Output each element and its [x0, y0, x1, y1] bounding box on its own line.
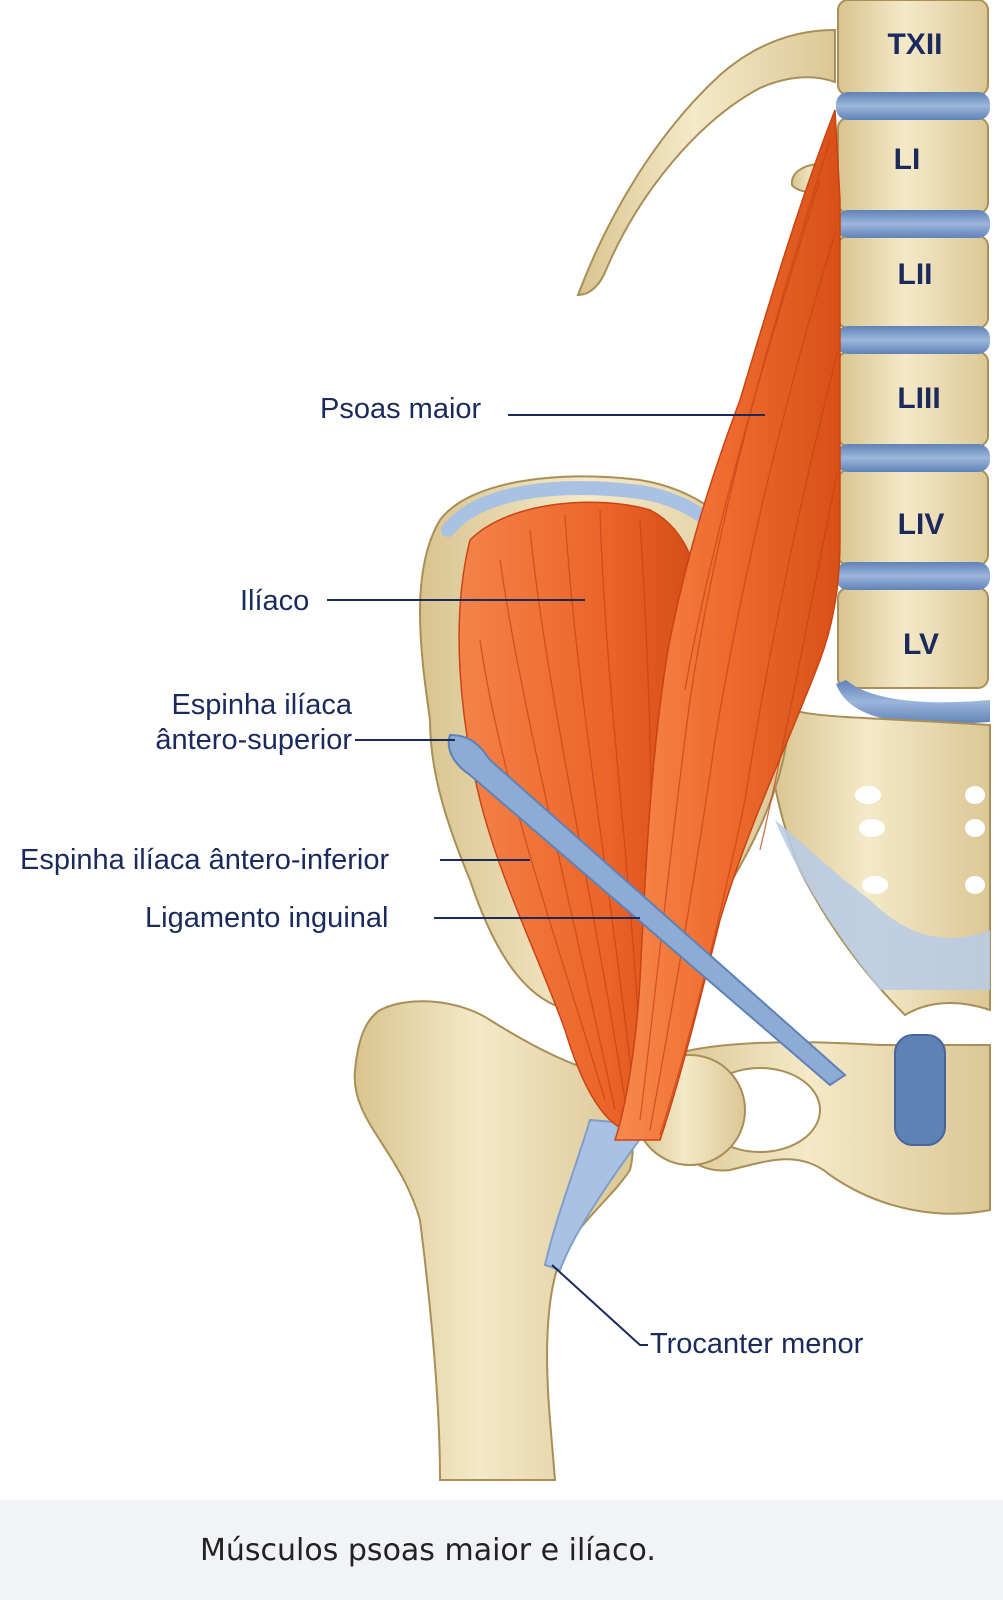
vertebra-label-txii: TXII [887, 28, 943, 61]
pubic-symphysis [894, 1034, 946, 1146]
label-ligamento-inguinal: Ligamento inguinal [145, 902, 389, 934]
caption-bar [0, 1500, 1003, 1600]
leader-lines [327, 414, 765, 1346]
label-espinha-antero-inferior: Espinha ilíaca ântero-inferior [20, 844, 390, 876]
figure-caption: Músculos psoas maior e ilíaco. [200, 1533, 656, 1568]
iliopsoas-tendon [543, 1118, 652, 1272]
vertebra-label-liii: LIII [897, 382, 941, 415]
rib-12 [576, 28, 836, 297]
lumbar-spine [790, 0, 989, 689]
vertebra-label-liv: LIV [897, 508, 945, 541]
label-psoas-maior: Psoas maior [320, 393, 482, 425]
psoas-major-muscle [613, 109, 841, 1141]
label-trocanter-menor: Trocanter menor [650, 1328, 864, 1360]
vertebra-label-li: LI [893, 143, 921, 176]
vertebra-label-lii: LII [897, 258, 933, 291]
label-espinha-antero-superior-line1: Espinha ilíaca [171, 689, 352, 721]
psoas-fibers [639, 139, 839, 1136]
inguinal-ligament [447, 733, 847, 1087]
sacral-ligaments [775, 820, 990, 990]
sacral-foramina [855, 786, 985, 894]
intervertebral-discs [836, 92, 990, 724]
sacrum [768, 698, 991, 1017]
anatomy-illustration [327, 0, 991, 1481]
label-espinha-antero-superior-line2: ântero-superior [155, 723, 352, 756]
vertebra-label-lv: LV [902, 628, 940, 661]
label-iliaco: Ilíaco [240, 585, 310, 617]
label-espinha-antero-superior: Espinha ilíaca ântero-superior [130, 688, 352, 758]
femur [353, 1000, 634, 1481]
